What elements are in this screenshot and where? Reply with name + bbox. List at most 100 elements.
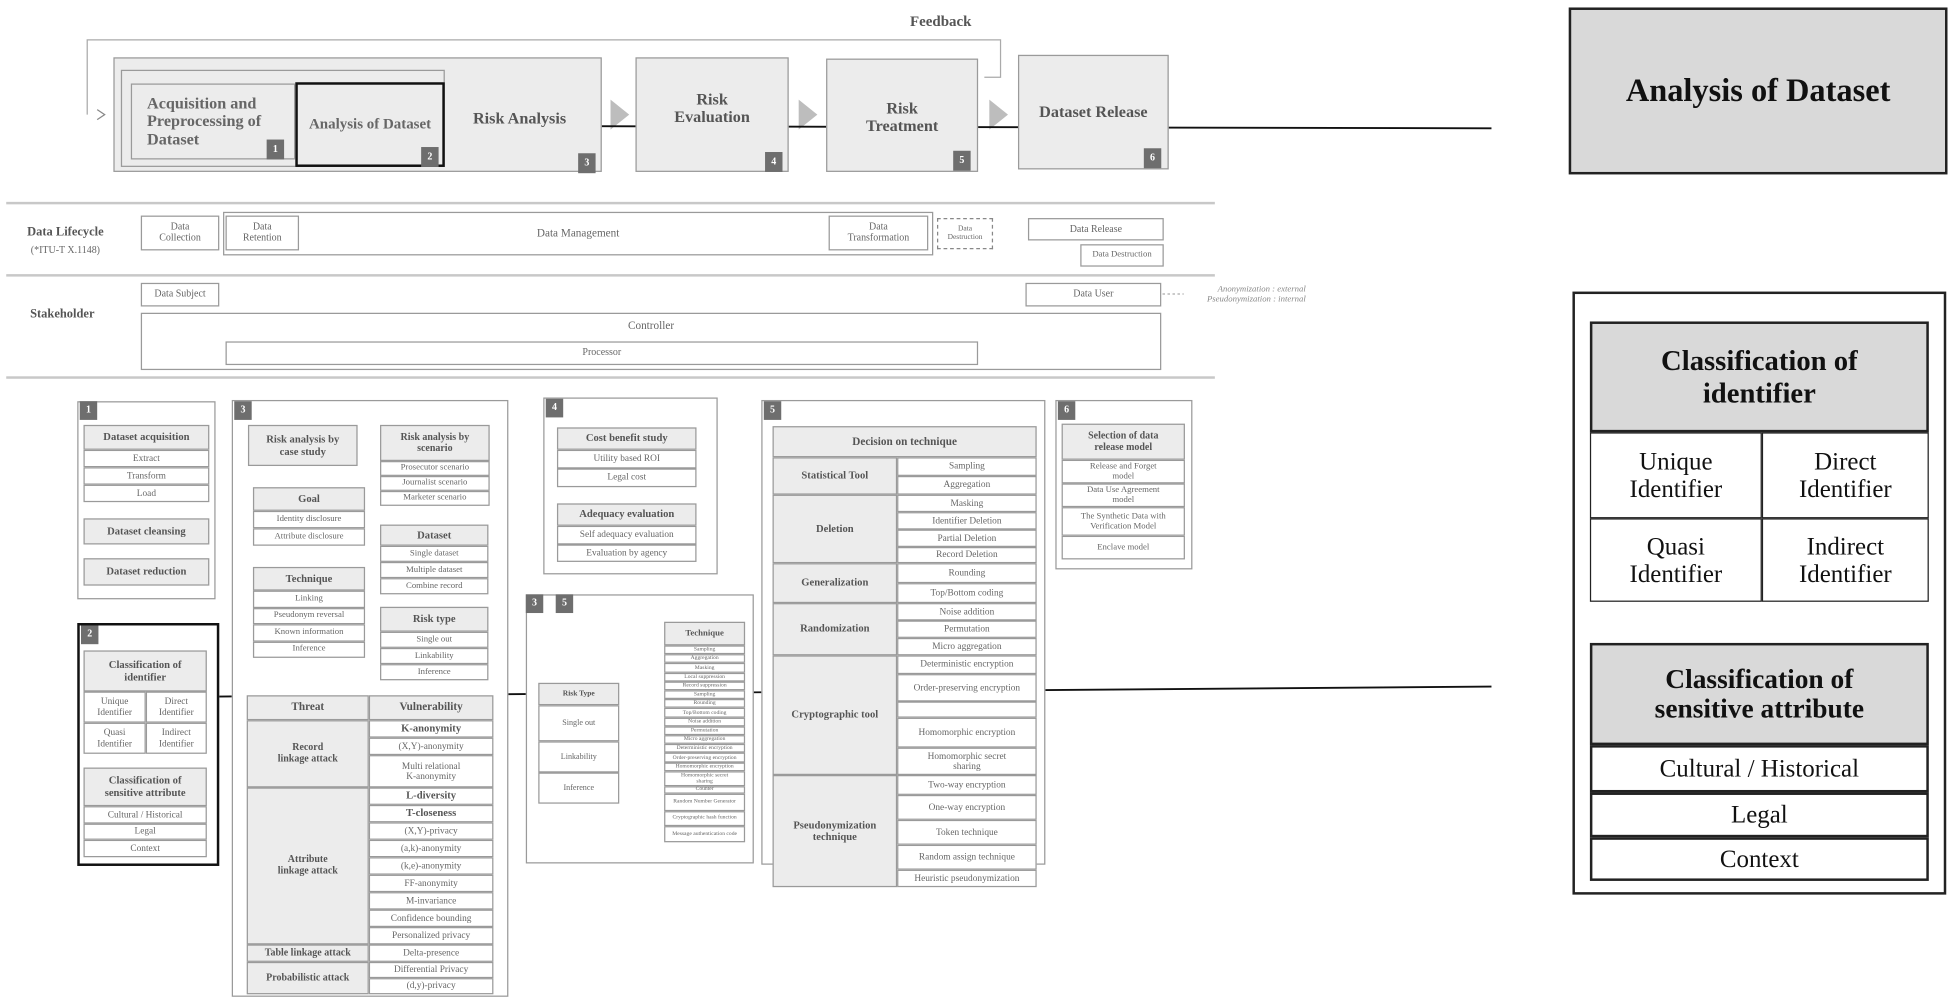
technique-item-cell: Two-way encryption <box>897 775 1037 795</box>
step-risk-treatment-box: Risk Treatment <box>826 58 979 172</box>
technique-group-cell: Pseudonymization technique <box>772 775 898 888</box>
box4-adequacy-item: Self adequacy evaluation <box>556 525 697 544</box>
box3-5-technique-header: Technique <box>664 621 746 646</box>
box1-acquisition-item: Load <box>83 484 210 503</box>
zoom-detail-panel <box>1572 291 1947 895</box>
box2-identifier-cell: Indirect Identifier <box>145 722 207 754</box>
vulnerability-cell: (a,k)-anonymity <box>368 839 494 858</box>
feedback-label: Feedback <box>909 12 972 31</box>
flow-arrow-icon <box>798 99 818 130</box>
box1-acquisition-item: Transform <box>83 467 210 485</box>
vulnerability-column-header: Vulnerability <box>368 695 494 721</box>
stakeholder-data-user: Data User <box>1025 282 1162 307</box>
step-number-badge: 1 <box>266 139 285 160</box>
box3-5-technique-item: Random Number Generator <box>664 793 746 811</box>
zoom-analysis-title: Analysis of Dataset <box>1568 7 1948 175</box>
box4-number-badge: 4 <box>545 398 564 418</box>
zoom-sensitive-item: Cultural / Historical <box>1589 745 1929 793</box>
box3-5-technique-item: Micro aggregation <box>664 735 746 745</box>
box3-risk-type-item: Single out <box>380 631 489 648</box>
technique-item-cell: Token technique <box>897 819 1037 845</box>
technique-item-cell: Random assign technique <box>897 844 1037 870</box>
technique-item-cell: Noise addition <box>897 603 1037 621</box>
lifecycle-title: Data Lifecycle <box>27 224 104 239</box>
box5-number-badge: 5 <box>763 401 782 420</box>
box3-5-technique-item: Record suppression <box>664 681 746 691</box>
box3-5-technique-item: Top/Bottom coding <box>664 708 746 718</box>
technique-group-cell: Statistical Tool <box>772 457 898 495</box>
feedback-arrow-icon <box>96 109 106 121</box>
technique-item-cell: Top/Bottom coding <box>897 583 1037 604</box>
box3-5-technique-item: Sampling <box>664 645 746 655</box>
zoom-sensitive-item: Legal <box>1589 792 1929 838</box>
section-divider <box>6 376 1215 379</box>
box6-release-model-header: Selection of data release model <box>1061 423 1185 460</box>
technique-group-cell: Cryptographic tool <box>772 655 898 776</box>
vulnerability-cell: Differential Privacy <box>368 961 494 979</box>
vulnerability-cell: K-anonymity <box>368 720 494 738</box>
box4-adequacy-item: Evaluation by agency <box>556 543 697 562</box>
box3-technique-item: Known information <box>252 624 366 642</box>
box6-release-model-item: The Synthetic Data with Verification Mod… <box>1061 507 1185 536</box>
box3-5-technique-item: Message authentication code <box>664 825 746 843</box>
lifecycle-data-management: Data Management <box>223 211 934 256</box>
stakeholder-processor: Processor <box>225 341 979 366</box>
technique-item-cell: Sampling <box>897 457 1037 476</box>
vulnerability-cell: Delta-presence <box>368 944 494 962</box>
technique-item-cell: Micro aggregation <box>897 637 1037 656</box>
zoom-identifier-header: Classification of identifier <box>1589 321 1929 433</box>
box2-number-badge: 2 <box>80 625 99 645</box>
technique-group-cell: Generalization <box>772 563 898 604</box>
technique-group-cell: Randomization <box>772 603 898 656</box>
box2-sensitive-header: Classification of sensitive attribute <box>83 767 207 807</box>
technique-item-cell: Partial Deletion <box>897 529 1037 547</box>
flow-arrow-icon <box>610 99 630 130</box>
technique-item-cell: Heuristic pseudonymization <box>897 869 1037 888</box>
stakeholder-data-subject: Data Subject <box>140 282 220 307</box>
box1-number-badge: 1 <box>79 401 98 420</box>
box3-5-technique-item: Cryptographic hash function <box>664 810 746 826</box>
step-analysis-box: Analysis of Dataset <box>295 82 445 167</box>
box3-dataset-header: Dataset <box>380 524 489 546</box>
box2-identifier-cell: Direct Identifier <box>145 691 207 723</box>
box2-sensitive-item: Cultural / Historical <box>83 806 207 823</box>
step-number-badge: 2 <box>421 147 439 167</box>
box1-cleansing: Dataset cleansing <box>83 518 210 545</box>
technique-item-cell: Homomorphic encryption <box>897 717 1037 748</box>
feedback-loop-line <box>86 39 1002 115</box>
step-number-badge: 5 <box>953 150 971 171</box>
box6-release-model-item: Release and Forget model <box>1061 459 1185 484</box>
zoom-identifier-cell: Quasi Identifier <box>1589 518 1762 602</box>
zoom-sensitive-item: Context <box>1589 837 1929 881</box>
lifecycle-data-retention: Data Retention <box>225 215 300 251</box>
threat-cell: Table linkage attack <box>246 944 369 962</box>
box3-5-risk-type-item: Inference <box>538 772 620 804</box>
vulnerability-cell: (X,Y)-privacy <box>368 822 494 840</box>
box3-dataset-item: Single dataset <box>380 545 489 562</box>
vulnerability-cell: Multi relational K-anonymity <box>368 755 494 788</box>
box3-5-technique-item: Homomorphic secret sharing <box>664 771 746 786</box>
threat-cell: Attribute linkage attack <box>246 787 369 945</box>
stakeholder-note: Anonymization : external Pseudonymizatio… <box>1206 284 1306 305</box>
lifecycle-data-collection: Data Collection <box>140 215 220 251</box>
box3-goal-header: Goal <box>252 487 366 511</box>
step-number-badge: 3 <box>578 153 596 174</box>
threat-cell: Record linkage attack <box>246 720 369 788</box>
section-divider <box>6 274 1215 277</box>
technique-item-cell: Deterministic encryption <box>897 655 1037 675</box>
lifecycle-data-transformation: Data Transformation <box>828 215 929 251</box>
zoom-sensitive-header: Classification of sensitive attribute <box>1589 642 1929 746</box>
technique-item-cell: Order-preserving encryption <box>897 674 1037 702</box>
box3-5-technique-item: Order-preserving encryption <box>664 753 746 763</box>
zoom-identifier-cell: Direct Identifier <box>1761 432 1929 519</box>
box2-sensitive-item: Legal <box>83 822 207 840</box>
box3-5-risk-type-item: Single out <box>538 705 620 742</box>
vulnerability-cell: Personalized privacy <box>368 927 494 945</box>
box3-scenario-item: Journalist scenario <box>380 475 490 491</box>
step-risk-analysis-label: Risk Analysis <box>472 108 567 127</box>
vulnerability-cell: FF-anonymity <box>368 874 494 893</box>
vulnerability-cell: (X,Y)-anonymity <box>368 737 494 756</box>
box3-risk-type-item: Inference <box>380 664 489 681</box>
box3-5-technique-item: Homomorphic encryption <box>664 762 746 772</box>
